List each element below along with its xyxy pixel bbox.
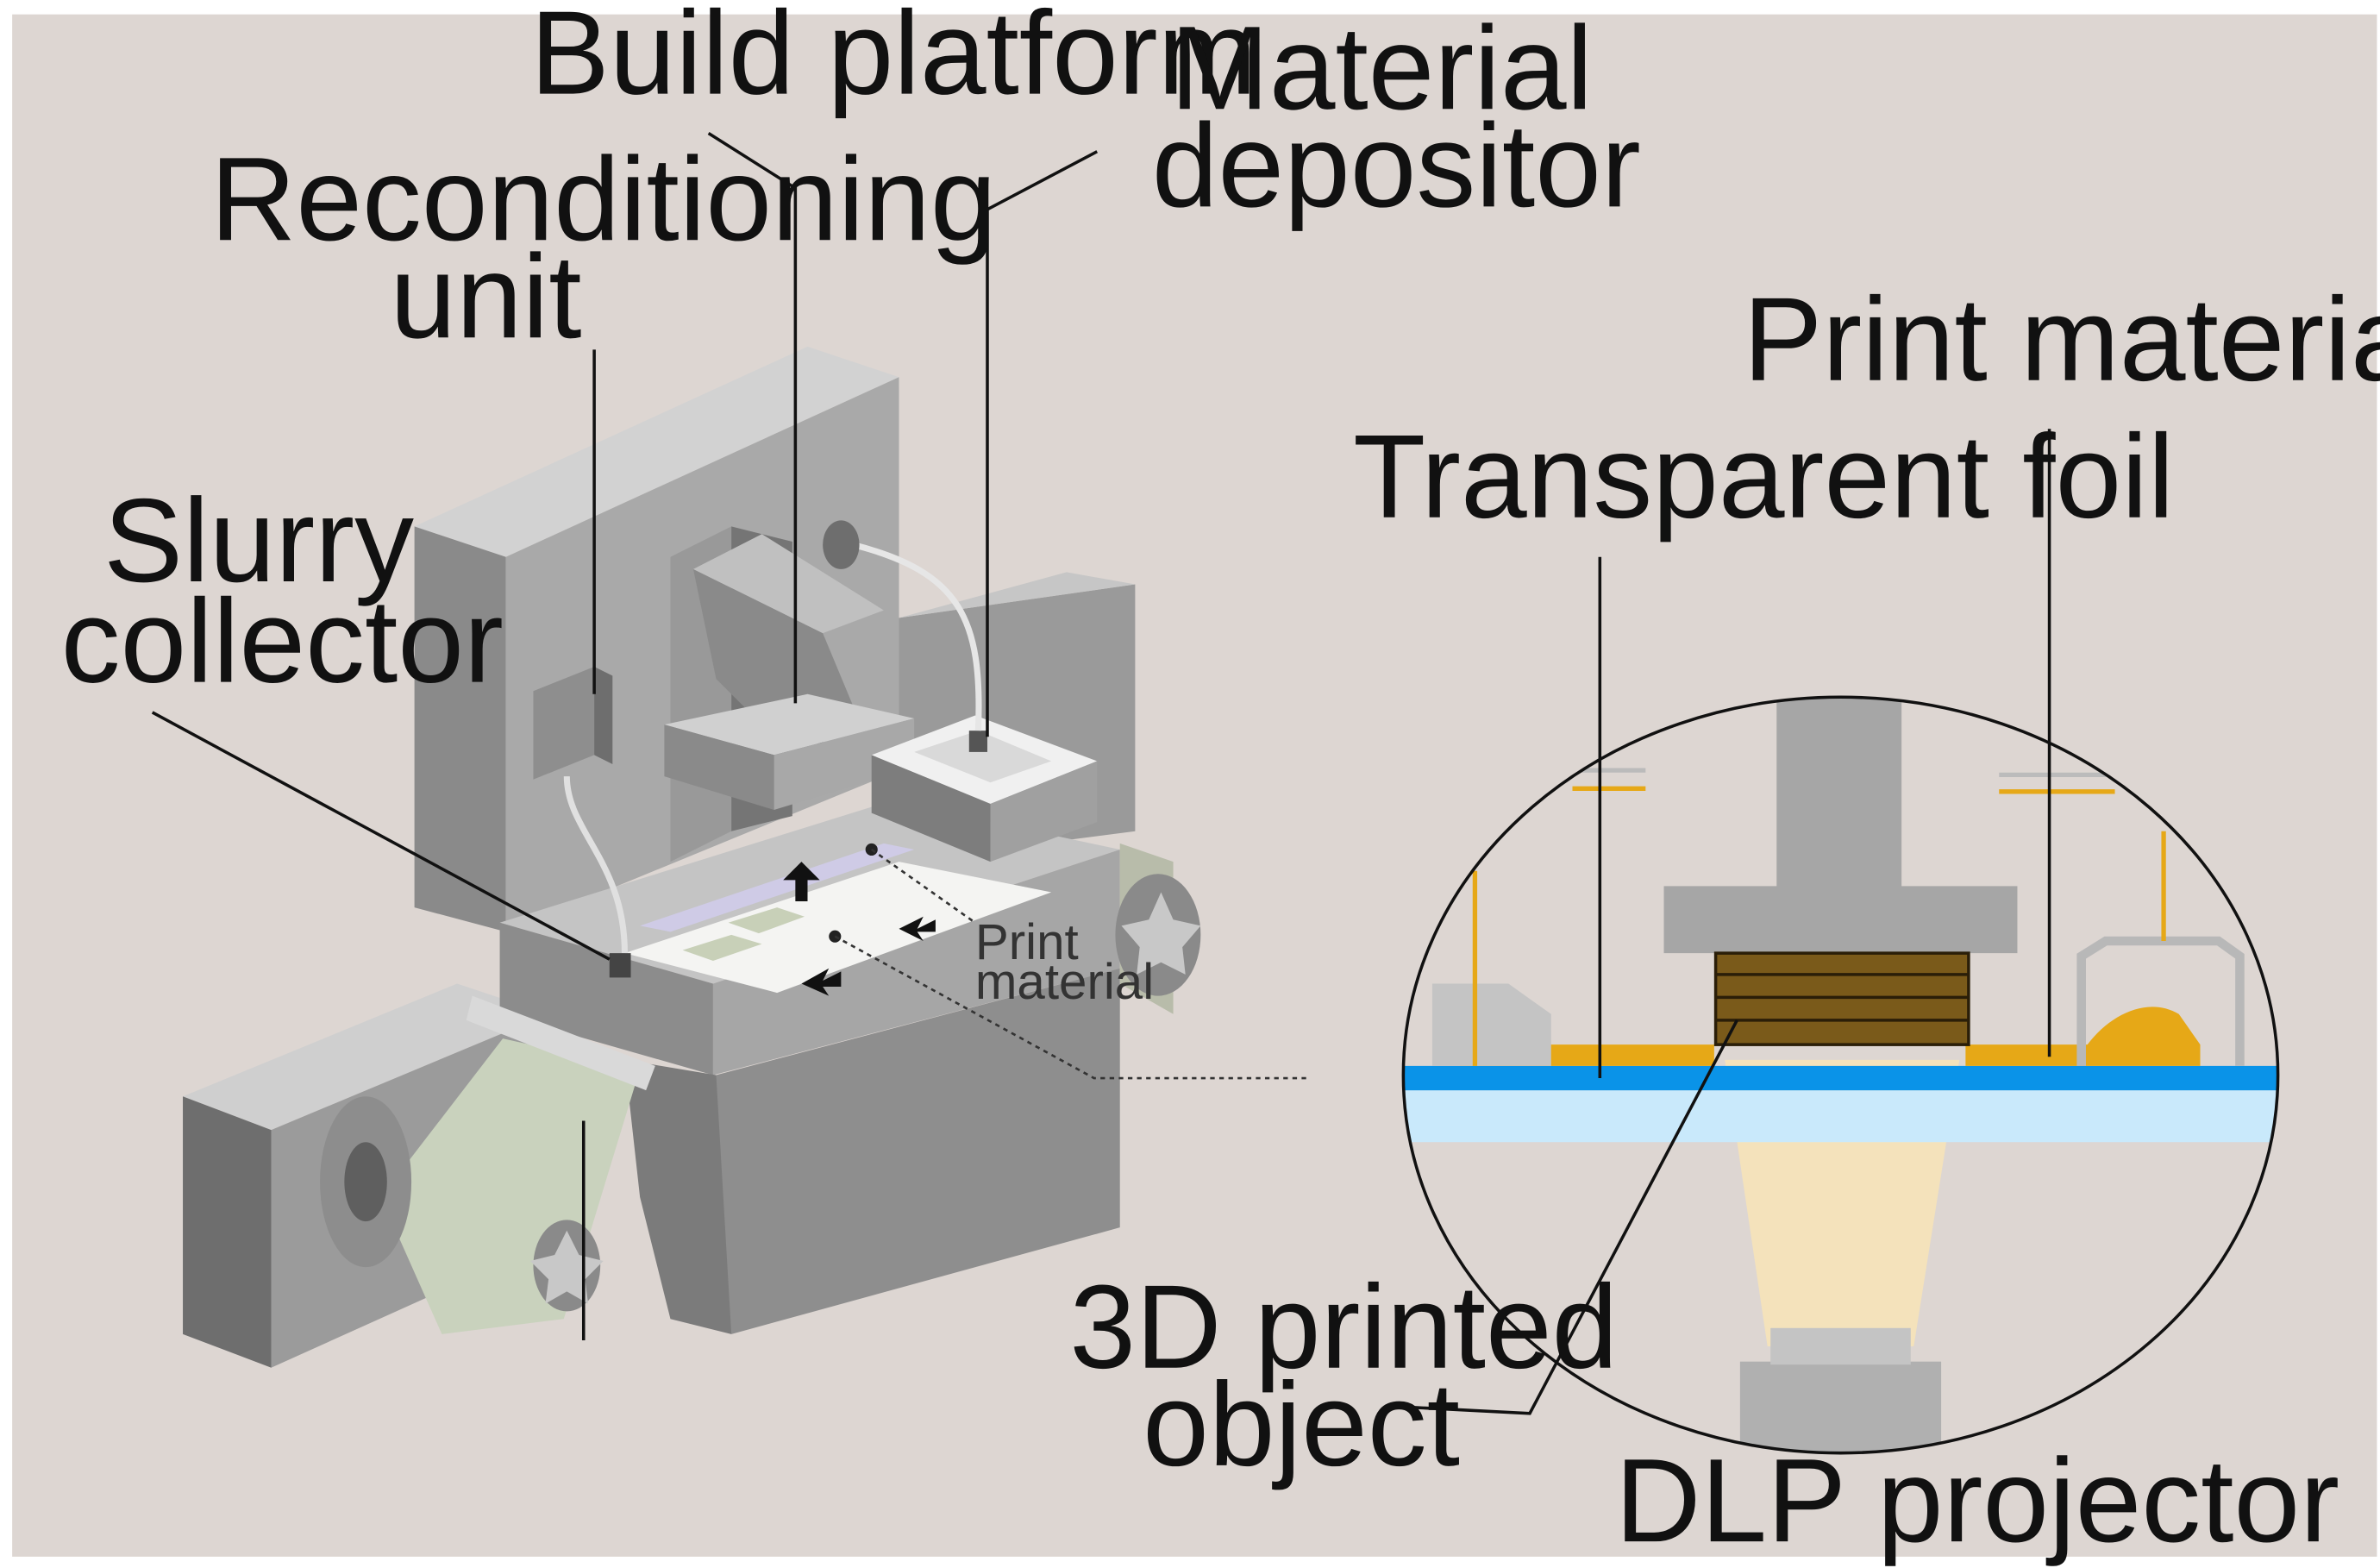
- collector-nozzle: [609, 953, 631, 978]
- back-wall-top: [414, 346, 899, 557]
- transparent-foil-layer: [1403, 1065, 2278, 1091]
- material-depositor-label-line1: Material: [1170, 2, 1593, 135]
- magnified-detail: [1401, 695, 2280, 1455]
- reconditioning-unit-label-line2: unit: [390, 230, 581, 363]
- build-plate-stem: [1776, 697, 1902, 889]
- transparent-foil-label: Transparent foil: [1353, 411, 2174, 543]
- printed-object: [1713, 951, 1970, 1046]
- printed-object-leader: [1411, 1019, 1738, 1415]
- star-knob-icon: [529, 1230, 604, 1304]
- depositor-side: [990, 761, 1098, 862]
- slurry-collector-label-line2: collector: [61, 575, 504, 708]
- recon-unit-side: [594, 666, 613, 765]
- depositor-tube: [852, 542, 982, 731]
- left-hanger: [1472, 786, 1646, 1066]
- layer-square-1: [682, 934, 762, 961]
- machine-illustration: Print material: [183, 346, 1308, 1368]
- base-lower-body: [716, 968, 1120, 1334]
- depositor-front: [871, 755, 991, 862]
- print-material-label: Print material: [1743, 273, 2380, 406]
- base-side: [712, 849, 1120, 1076]
- left-block-front: [183, 1096, 272, 1368]
- build-head-front: [664, 724, 774, 811]
- slurry-collector-leader: [151, 711, 611, 961]
- dotted-leader: [870, 848, 976, 924]
- left-fixture: [1431, 983, 1551, 1066]
- build-platform-label: Build platform: [530, 0, 1257, 120]
- print-material-small-line1: Print: [975, 914, 1079, 970]
- left-block-top: [183, 983, 549, 1131]
- glass-plate: [1403, 1090, 2278, 1143]
- print-area-stripe: [640, 843, 915, 932]
- print-area: [624, 862, 1052, 994]
- roller-rod: [466, 995, 655, 1091]
- star-knob-icon: [1121, 892, 1201, 975]
- printed-object-label-line2: object: [1143, 1358, 1460, 1491]
- arrow-left-icon: [801, 968, 842, 996]
- roller-front-hub: [344, 1142, 387, 1222]
- labels: Build platform Material depositor Recond…: [61, 0, 2380, 1567]
- projector-body: [1739, 1361, 1942, 1453]
- material-depositor-leader: [986, 150, 1099, 737]
- depositor-nozzle: [968, 731, 987, 752]
- build-head-top: [664, 693, 915, 756]
- dlp-projector-label: DLP projector: [1615, 1434, 2339, 1567]
- back-wall-front: [414, 526, 506, 932]
- build-head-side: [774, 718, 915, 811]
- recon-tube: [563, 776, 628, 954]
- leader-lines: [151, 132, 2051, 1415]
- slurry-collector-label-line1: Slurry: [103, 474, 414, 607]
- projector-lens: [1770, 1327, 1911, 1365]
- printed-object-label-line1: 3D printed: [1069, 1261, 1618, 1394]
- depositor-slot: [914, 731, 1052, 783]
- arrow-left-icon: [899, 916, 936, 941]
- dotted-leader: [834, 935, 1308, 1080]
- recon-unit-face: [533, 666, 595, 780]
- right-hanger: [1999, 789, 2166, 941]
- base-front: [499, 922, 713, 1076]
- print-material-layer: [1459, 1007, 2201, 1066]
- material-depositor-label-line2: depositor: [1152, 99, 1641, 232]
- build-bracket-dark: [692, 534, 884, 634]
- build-platform-leader: [707, 132, 798, 704]
- layer-square-2: [728, 907, 805, 934]
- build-plate: [1663, 886, 2018, 954]
- tube-port: [823, 520, 860, 569]
- reconditioning-unit-label-line1: Reconditioning: [210, 133, 997, 266]
- arrow-up-icon: [783, 862, 820, 902]
- detail-circle-outline: [1401, 695, 2280, 1455]
- base-lower-curve: [624, 1059, 732, 1334]
- print-material-small-line2: material: [975, 954, 1154, 1010]
